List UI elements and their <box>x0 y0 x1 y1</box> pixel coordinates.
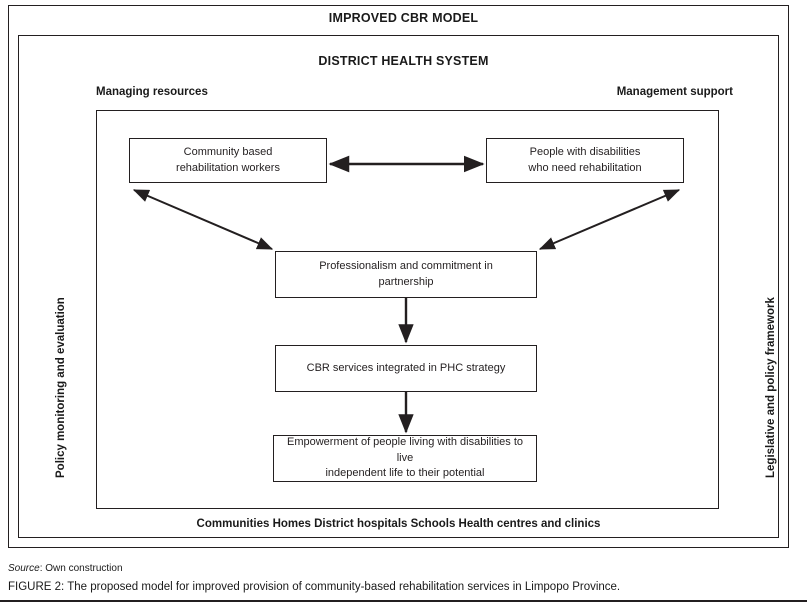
node-line-1: Empowerment of people living with disabi… <box>286 435 523 464</box>
label-management-support: Management support <box>616 86 733 98</box>
figure-caption: FIGURE 2: The proposed model for improve… <box>8 581 621 593</box>
node-line-2: independent life to their potential <box>325 467 485 480</box>
source-label: Source <box>8 563 40 574</box>
node-people-with-disabilities: People with disabilities who need rehabi… <box>486 138 684 183</box>
node-line-1: CBR services integrated in PHC strategy <box>306 361 506 374</box>
footer-settings-strip: Communities Homes District hospitals Sch… <box>196 518 601 530</box>
bottom-rule <box>0 600 807 602</box>
label-policy-monitoring-and-evaluation: Policy monitoring and evaluation <box>55 297 67 478</box>
label-legislative-and-policy-framework: Legislative and policy framework <box>765 297 777 478</box>
node-empowerment-of-people-living-with-disabilities: Empowerment of people living with disabi… <box>273 435 537 482</box>
node-line-2: partnership <box>378 275 434 288</box>
source-line: Source: Own construction <box>8 563 123 574</box>
model-title: IMPROVED CBR MODEL <box>328 11 479 25</box>
node-professionalism-and-commitment: Professionalism and commitment in partne… <box>275 251 537 298</box>
label-managing-resources: Managing resources <box>96 86 208 98</box>
source-value: : Own construction <box>39 563 123 574</box>
node-line-2: who need rehabilitation <box>528 161 642 174</box>
node-line-1: People with disabilities <box>529 145 641 158</box>
node-line-1: Community based <box>183 145 273 158</box>
node-community-based-rehabilitation-workers: Community based rehabilitation workers <box>129 138 327 183</box>
node-line-1: Professionalism and commitment in <box>319 259 493 272</box>
district-health-system-title: DISTRICT HEALTH SYSTEM <box>318 54 489 68</box>
node-cbr-services-integrated-in-phc-strategy: CBR services integrated in PHC strategy <box>275 345 537 392</box>
node-line-2: rehabilitation workers <box>176 161 280 174</box>
